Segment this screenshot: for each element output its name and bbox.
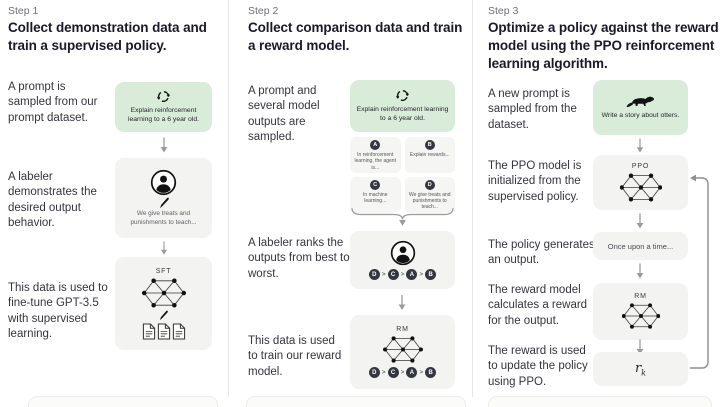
step3-ppo-model-box: PPO xyxy=(593,155,688,210)
step3-caption-prompt: A new prompt is sampled from the dataset… xyxy=(488,88,577,131)
cutoff-card-edge xyxy=(488,396,712,407)
ranking-chip: A xyxy=(406,269,418,280)
step2-caption-prompt: A prompt and several model outputs are s… xyxy=(248,85,320,143)
ranking-separator: > xyxy=(381,271,386,278)
step2-labeler-box: D > C > A > B xyxy=(350,231,455,289)
down-arrow-icon xyxy=(397,294,407,311)
step3-output-box: Once upon a time... xyxy=(593,232,688,260)
person-in-circle-icon xyxy=(390,240,416,266)
step1-prompt-box: Explain reinforcement learning to a 6 ye… xyxy=(115,82,212,132)
step3-reward-model-box: RM xyxy=(593,283,688,340)
down-arrow-icon xyxy=(159,241,169,255)
cutoff-card-edge xyxy=(246,396,466,407)
ranking-separator: > xyxy=(419,271,424,278)
column-divider xyxy=(228,0,229,397)
ranking-chip: C xyxy=(387,367,399,378)
document-icon xyxy=(142,323,156,340)
rm-label: RM xyxy=(396,326,409,333)
step1-demonstration-text: We give treats and punishments to teach.… xyxy=(130,209,197,226)
column-divider xyxy=(472,0,473,397)
output-a-text: In reinforcement learning, the agent is.… xyxy=(354,152,396,171)
step3-prompt-text: Write a story about otters. xyxy=(601,111,680,119)
ranking-chip: A xyxy=(406,367,418,378)
step1-sft-model-box: SFT xyxy=(115,257,212,350)
step1-label: Step 1 xyxy=(8,5,39,17)
step3-title: Optimize a policy against the reward mod… xyxy=(488,20,719,71)
cycle-arrows-icon xyxy=(396,89,409,102)
output-c-chip: C xyxy=(370,179,381,190)
person-in-circle-icon xyxy=(150,169,177,196)
neural-network-icon xyxy=(142,277,186,309)
step3-reward-value-box: rk xyxy=(593,352,688,386)
step2-caption-reward: This data is used to train our reward mo… xyxy=(248,335,342,378)
ranking-chip: C xyxy=(387,269,399,280)
pencil-icon xyxy=(159,197,169,209)
output-a-chip: A xyxy=(370,140,381,150)
ranking-separator: > xyxy=(381,369,386,376)
step1-caption-labeler: A labeler demonstrates the desired outpu… xyxy=(8,171,97,229)
ranking-chip: D xyxy=(368,367,380,378)
step1-caption-finetune: This data is used to fine-tune GPT-3.5 w… xyxy=(8,282,108,340)
step3-column: Step 3 Optimize a policy against the rew… xyxy=(480,0,720,407)
step2-caption-ranking: A labeler ranks the outputs from best to… xyxy=(248,237,350,280)
curly-brace-icon xyxy=(350,207,455,227)
otter-silhouette-icon xyxy=(626,95,656,109)
output-d-chip: D xyxy=(424,179,435,190)
ranking-separator: > xyxy=(400,271,405,278)
rm-label: RM xyxy=(634,293,647,300)
cutoff-card-edge xyxy=(28,396,218,407)
pencil-icon xyxy=(159,310,168,321)
output-c-text: In machine learning... xyxy=(363,191,388,204)
neural-network-icon xyxy=(620,172,662,203)
cycle-arrows-icon xyxy=(157,90,170,103)
step2-label: Step 2 xyxy=(248,5,279,17)
step1-title: Collect demonstration data and train a s… xyxy=(8,20,207,53)
step3-caption-init: The PPO model is initialized from the su… xyxy=(488,160,582,203)
ppo-label: PPO xyxy=(631,162,650,170)
step3-caption-output: The policy generates an output. xyxy=(488,239,595,267)
ranking-separator: > xyxy=(419,369,424,376)
document-stack-icon xyxy=(142,323,186,340)
output-b-chip: B xyxy=(424,140,435,150)
step2-prompt-box: Explain reinforcement learning to a 6 ye… xyxy=(350,80,455,132)
output-a-card: A In reinforcement learning, the agent i… xyxy=(350,137,401,173)
ranking-chip: B xyxy=(425,269,437,280)
step2-prompt-text: Explain reinforcement learning to a 6 ye… xyxy=(356,105,449,122)
down-arrow-icon xyxy=(159,136,169,154)
model-outputs-grid: A In reinforcement learning, the agent i… xyxy=(350,137,455,213)
ranking-chip: B xyxy=(425,367,437,378)
step1-column: Step 1 Collect demonstration data and tr… xyxy=(0,0,228,407)
step3-output-text: Once upon a time... xyxy=(607,241,674,251)
neural-network-icon xyxy=(383,335,423,364)
ranking-chip: D xyxy=(368,269,380,280)
step1-labeler-box: We give treats and punishments to teach.… xyxy=(115,158,212,238)
reward-value: rk xyxy=(634,360,647,378)
down-arrow-icon xyxy=(635,263,645,279)
step3-caption-update: The reward is used to update the policy … xyxy=(488,345,588,388)
neural-network-icon xyxy=(622,302,660,330)
ranking-chips: D > C > A > B xyxy=(368,269,437,280)
document-icon xyxy=(157,323,171,340)
step1-prompt-text: Explain reinforcement learning to a 6 ye… xyxy=(127,106,200,123)
output-b-card: B Explain rewards... xyxy=(404,137,455,173)
down-arrow-icon xyxy=(635,138,645,153)
step3-label: Step 3 xyxy=(488,5,519,17)
down-arrow-icon xyxy=(635,213,645,229)
step2-column: Step 2 Collect comparison data and train… xyxy=(240,0,472,407)
step1-caption-prompt: A prompt is sampled from our prompt data… xyxy=(8,81,98,124)
step3-caption-reward: The reward model calculates a reward for… xyxy=(488,284,588,327)
document-icon xyxy=(172,323,186,340)
sft-label: SFT xyxy=(155,267,172,275)
output-b-text: Explain rewards... xyxy=(409,152,450,158)
output-d-card: D We give treats and punishments to teac… xyxy=(404,176,455,213)
ranking-separator: > xyxy=(400,369,405,376)
output-d-text: We give treats and punishments to teach.… xyxy=(408,191,451,211)
step2-reward-model-box: RM D > C > A > B xyxy=(350,315,455,389)
step2-title: Collect comparison data and train a rewa… xyxy=(248,20,463,53)
ranking-chips: D > C > A > B xyxy=(368,367,437,378)
step3-prompt-box: Write a story about otters. xyxy=(593,80,688,135)
feedback-loop-arrow-icon xyxy=(690,174,709,369)
output-c-card: C In machine learning... xyxy=(350,176,401,213)
